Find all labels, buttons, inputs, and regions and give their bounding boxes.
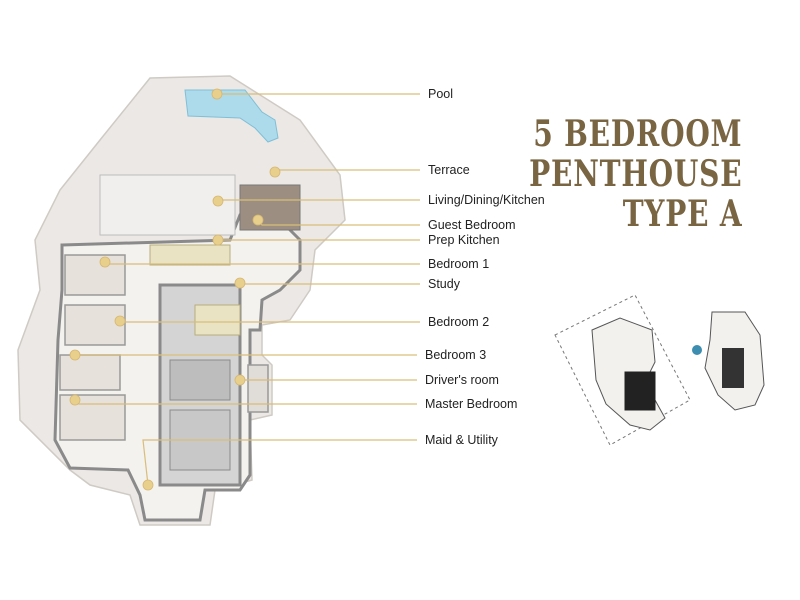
room-marker-pool <box>211 88 223 100</box>
room-marker-driver <box>234 374 246 386</box>
page-title: 5 BEDROOM PENTHOUSE TYPE A <box>529 114 742 234</box>
room-label-bed3: Bedroom 3 <box>425 348 487 362</box>
room-marker-living <box>212 195 224 207</box>
room-marker-bed2 <box>114 315 126 327</box>
room-marker-bed3 <box>69 349 81 361</box>
key-plan <box>554 294 765 446</box>
title-line-2: PENTHOUSE <box>528 153 742 195</box>
room-marker-terrace <box>269 166 281 178</box>
room-label-driver: Driver's room <box>425 373 499 387</box>
room-marker-bed1 <box>99 256 111 268</box>
room-marker-guest <box>252 214 264 226</box>
room-label-bed2: Bedroom 2 <box>428 315 490 329</box>
pool-shape <box>184 89 279 143</box>
room-label-bed1: Bedroom 1 <box>428 257 490 271</box>
room-label-guest: Guest Bedroom <box>428 218 516 232</box>
room-label-maid: Maid & Utility <box>425 433 498 447</box>
room-label-prep: Prep Kitchen <box>428 233 500 247</box>
room-label-study: Study <box>428 277 460 291</box>
room-marker-study <box>234 277 246 289</box>
room-marker-prep <box>212 234 224 246</box>
room-marker-maid <box>142 479 154 491</box>
room-label-terrace: Terrace <box>428 163 470 177</box>
leader-line-maid <box>142 439 417 486</box>
room-label-living: Living/Dining/Kitchen <box>428 193 545 207</box>
room-marker-master <box>69 394 81 406</box>
title-line-1: 5 BEDROOM <box>532 113 742 155</box>
room-label-master: Master Bedroom <box>425 397 518 411</box>
title-line-3: TYPE A <box>622 193 742 235</box>
room-label-pool: Pool <box>428 87 454 101</box>
